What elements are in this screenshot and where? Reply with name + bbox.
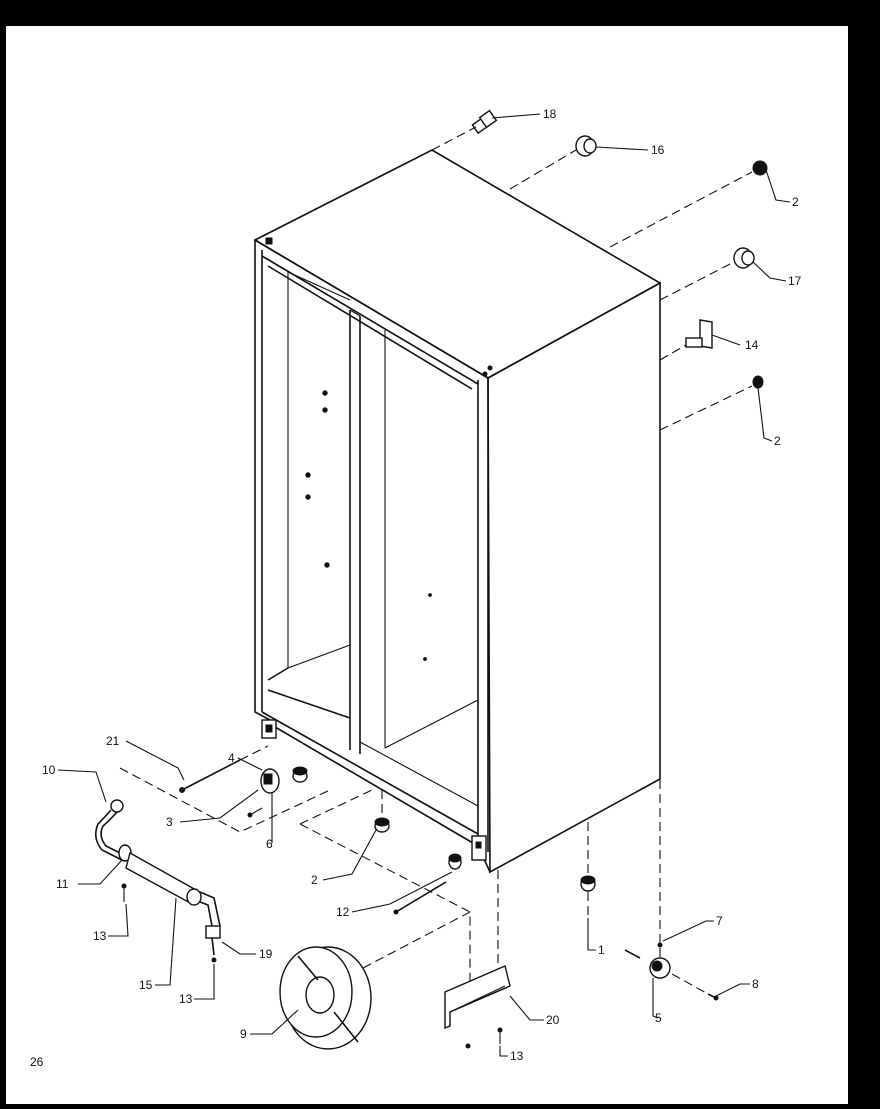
part-21-screw (179, 745, 269, 793)
callout-labels: 18 16 2 17 14 2 21 10 4 3 6 11 2 12 13 1… (30, 107, 802, 1069)
bottom-left-parts (94, 745, 471, 990)
page-number: 26 (30, 1055, 44, 1069)
refrigerator-cabinet (253, 149, 662, 874)
part-10-11-15-tube (94, 799, 221, 963)
part-18-cap (431, 109, 498, 151)
bottom-parts (279, 780, 719, 1050)
callout-13-left: 13 (93, 929, 107, 943)
callout-21: 21 (106, 734, 120, 748)
callout-9: 9 (240, 1027, 247, 1041)
callout-6: 6 (266, 837, 273, 851)
callout-leaders (57, 113, 791, 1057)
part-1-leveling-leg (580, 822, 596, 918)
part-14-hinge-pin (659, 319, 713, 361)
top-parts (431, 109, 768, 431)
callout-17: 17 (788, 274, 802, 288)
callout-19: 19 (259, 947, 273, 961)
callout-11: 11 (56, 877, 69, 891)
callout-2-bottom: 2 (311, 873, 318, 887)
part-12-screw (393, 853, 462, 915)
part-20-plate (444, 870, 511, 1049)
part-2-bottom-bumper-left (292, 766, 308, 783)
part-2-right-bumper (659, 375, 764, 431)
callout-8: 8 (752, 977, 759, 991)
part-17-plug (659, 247, 755, 301)
callout-12: 12 (336, 905, 350, 919)
callout-5: 5 (655, 1011, 662, 1025)
callout-18: 18 (543, 107, 557, 121)
callout-4: 4 (228, 751, 235, 765)
part-2-top-bumper (609, 160, 768, 248)
diagram-sheet (6, 26, 848, 1104)
callout-14: 14 (745, 338, 759, 352)
callout-20: 20 (546, 1013, 560, 1027)
callout-15: 15 (139, 978, 153, 992)
callout-2-right: 2 (774, 434, 781, 448)
part-2-bottom-bumper-center (374, 790, 390, 833)
callout-7: 7 (716, 914, 723, 928)
part-5-7-8-roller (624, 780, 719, 1001)
callout-13-bottom: 13 (510, 1049, 524, 1063)
callout-3: 3 (166, 815, 173, 829)
callout-2-top: 2 (792, 195, 799, 209)
callout-13-mid: 13 (179, 992, 193, 1006)
part-3-4-6-hinge (247, 768, 280, 818)
part-16-plug (509, 135, 597, 190)
part-9-ring (279, 946, 372, 1050)
callout-1: 1 (598, 943, 605, 957)
callout-16: 16 (651, 143, 665, 157)
callout-10: 10 (42, 763, 56, 777)
